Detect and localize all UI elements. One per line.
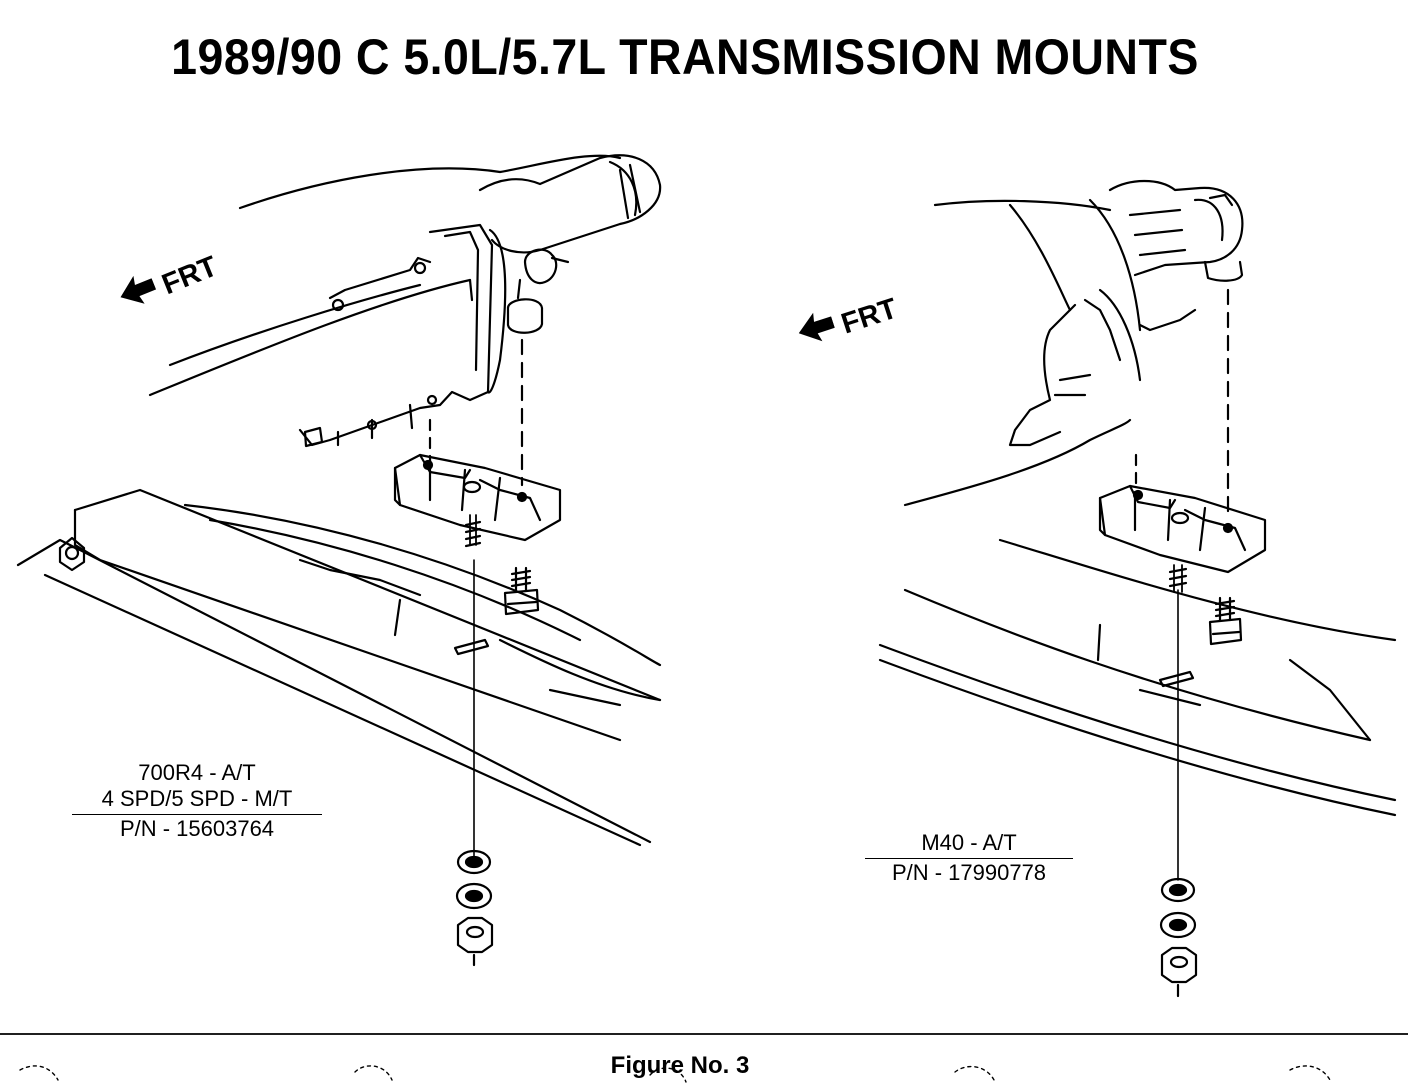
right-exploded-view [878, 180, 1397, 998]
right-application-line1: M40 - A/T [921, 830, 1017, 855]
figure-caption: Figure No. 3 [610, 1052, 750, 1079]
page-title: 1989/90 C 5.0L/5.7L TRANSMISSION MOUNTS [171, 29, 1199, 85]
right-part-number: P/N - 17990778 [891, 860, 1047, 885]
left-application-label: 700R4 - A/T 4 SPD/5 SPD - M/T P/N - 1560… [72, 760, 322, 842]
front-direction-arrow-icon [794, 308, 840, 355]
right-alignment-lines [1134, 288, 1230, 881]
right-label-divider [865, 858, 1073, 859]
left-application-line2: 4 SPD/5 SPD - M/T [101, 786, 293, 811]
left-front-direction: FRT [115, 246, 222, 319]
left-transmission-mount [393, 453, 562, 548]
right-transmission-mount [1098, 484, 1267, 593]
left-part-number: P/N - 15603764 [119, 816, 275, 841]
left-application-line1: 700R4 - A/T [138, 760, 256, 785]
left-label-divider [72, 814, 322, 815]
left-frame-crossmember [16, 488, 662, 847]
right-application-label: M40 - A/T P/N - 17990778 [865, 830, 1073, 886]
left-upper-stud [506, 248, 570, 334]
left-transmission-housing [148, 154, 662, 448]
page-border [0, 1033, 1408, 1083]
left-washers-and-nut [455, 849, 494, 967]
left-exploded-view [16, 154, 662, 967]
right-transmission-housing [903, 180, 1244, 507]
right-front-direction: FRT [794, 288, 901, 355]
front-direction-arrow-icon [115, 270, 163, 319]
right-frame-crossmember [878, 538, 1397, 817]
left-alignment-lines [428, 338, 524, 861]
right-washers-and-nut [1159, 877, 1198, 998]
